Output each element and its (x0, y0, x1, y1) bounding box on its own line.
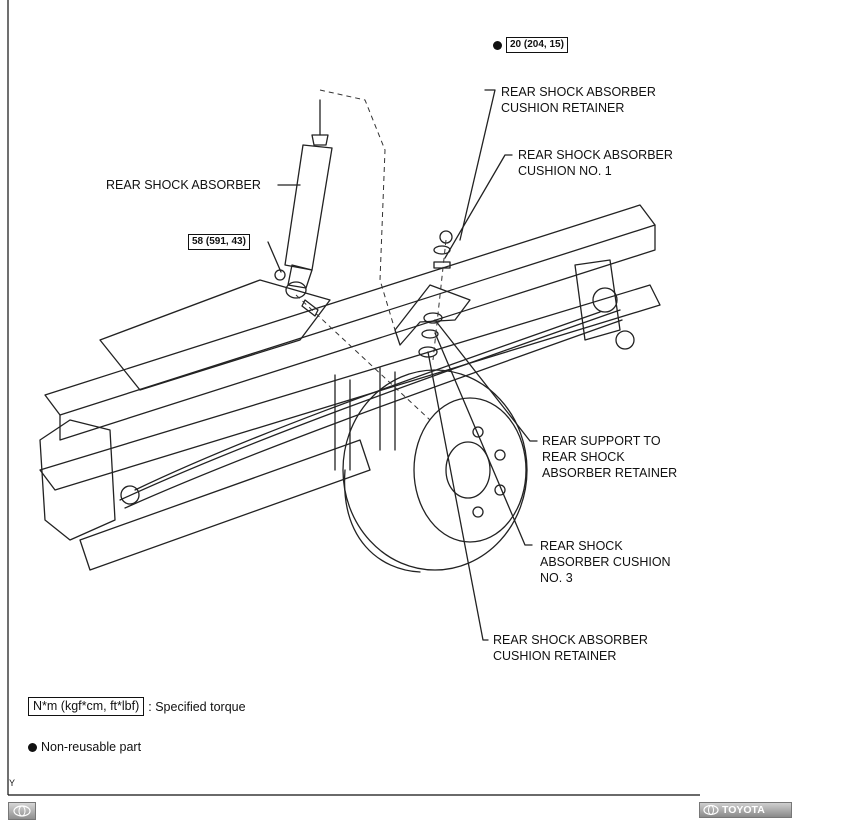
legend-torque-text: : Specified torque (148, 699, 246, 714)
label-cushion-no1: REAR SHOCK ABSORBER CUSHION NO. 1 (518, 148, 673, 178)
torque-value-top: 20 (204, 15) (506, 37, 568, 53)
legend-torque: N*m (kgf*cm, ft*lbf) : Specified torque (28, 697, 246, 716)
toyota-brand-button[interactable]: TOYOTA (699, 802, 792, 818)
toyota-logo-icon (703, 804, 719, 816)
torque-value-lower: 58 (591, 43) (188, 234, 250, 250)
filled-circle-icon (493, 40, 502, 50)
toyota-logo-button-left[interactable] (8, 802, 36, 820)
label-cushion-retainer-bottom: REAR SHOCK ABSORBER CUSHION RETAINER (493, 633, 648, 663)
filled-circle-icon (28, 742, 37, 752)
legend-torque-box: N*m (kgf*cm, ft*lbf) (28, 697, 145, 716)
label-cushion-no3: REAR SHOCK ABSORBER CUSHION NO. 3 (540, 539, 671, 585)
legend-nonreusable-text: Non-reusable part (41, 740, 142, 754)
label-rear-support-retainer: REAR SUPPORT TO REAR SHOCK ABSORBER RETA… (542, 434, 678, 480)
legend-nonreusable: Non-reusable part (28, 740, 141, 754)
brand-name: TOYOTA (722, 804, 765, 816)
label-cushion-retainer-top: REAR SHOCK ABSORBER CUSHION RETAINER (501, 85, 656, 115)
label-rear-shock-absorber: REAR SHOCK ABSORBER (106, 178, 261, 192)
toyota-logo-icon (13, 805, 31, 817)
torque-top: 20 (204, 15) (493, 37, 568, 53)
corner-mark: Y (9, 778, 16, 788)
